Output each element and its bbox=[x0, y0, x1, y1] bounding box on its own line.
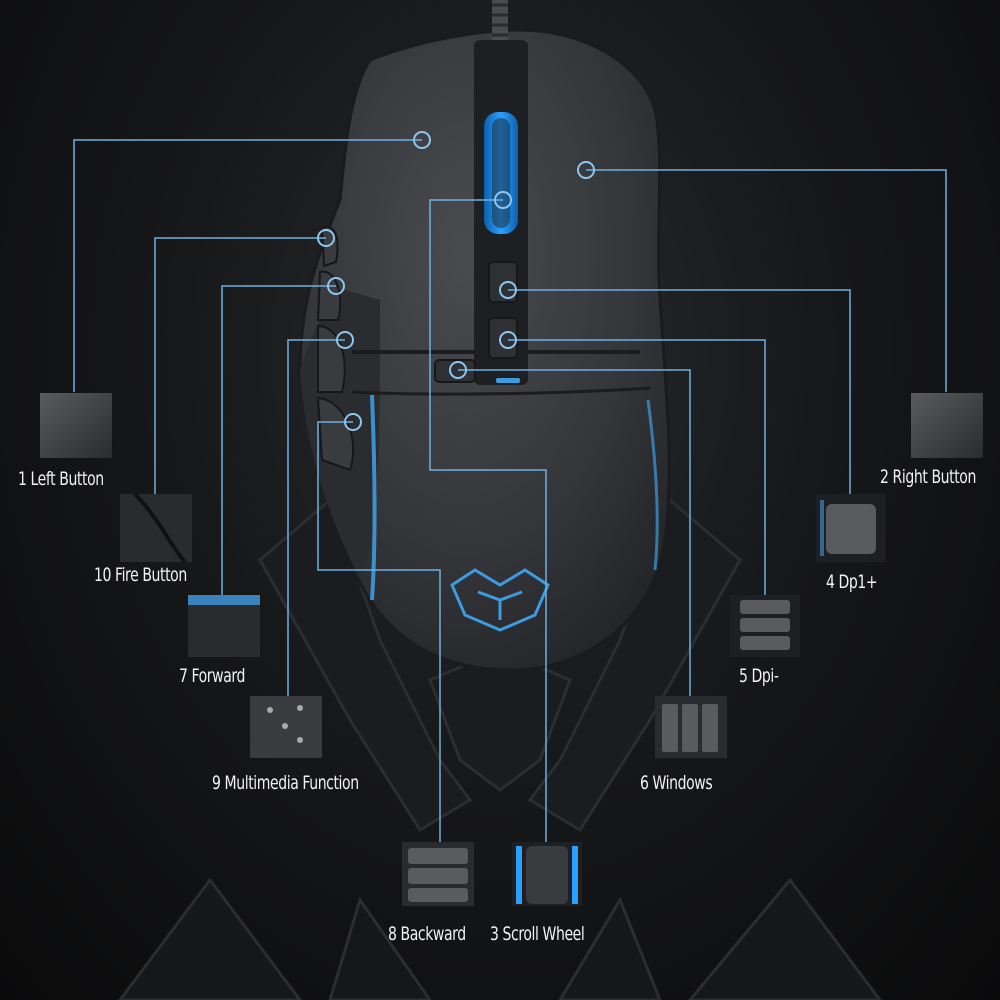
label-multimedia: 9 Multimedia Function bbox=[212, 772, 359, 794]
thumb-dpi-down bbox=[730, 595, 800, 657]
label-left-button: 1 Left Button bbox=[18, 468, 104, 490]
thumb-forward bbox=[188, 595, 260, 657]
label-dpi-down: 5 Dpi- bbox=[739, 665, 779, 687]
label-dpi-up: 4 Dp1+ bbox=[826, 571, 878, 593]
top-buttons-graphic bbox=[434, 261, 520, 383]
aula-logo bbox=[450, 568, 550, 632]
scroll-wheel-graphic bbox=[484, 112, 518, 234]
label-scroll-wheel: 3 Scroll Wheel bbox=[490, 923, 585, 945]
label-windows: 6 Windows bbox=[640, 772, 713, 794]
thumb-fire-button bbox=[120, 492, 192, 564]
label-right-button: 2 Right Button bbox=[880, 466, 976, 488]
callout-anchors bbox=[317, 131, 595, 431]
thumb-dpi-up bbox=[816, 494, 886, 562]
thumb-windows bbox=[655, 696, 727, 758]
thumb-left-button bbox=[40, 393, 112, 458]
label-backward: 8 Backward bbox=[388, 923, 466, 945]
background-logo-watermark bbox=[118, 497, 882, 1000]
thumb-backward bbox=[402, 842, 474, 906]
thumb-scroll-wheel bbox=[512, 842, 582, 906]
detail-thumbnails bbox=[40, 393, 983, 906]
callout-leads bbox=[73, 139, 947, 842]
thumb-multimedia bbox=[250, 696, 322, 758]
label-forward: 7 Forward bbox=[179, 665, 245, 687]
label-fire-button: 10 Fire Button bbox=[94, 564, 187, 586]
thumb-right-button bbox=[911, 393, 983, 458]
